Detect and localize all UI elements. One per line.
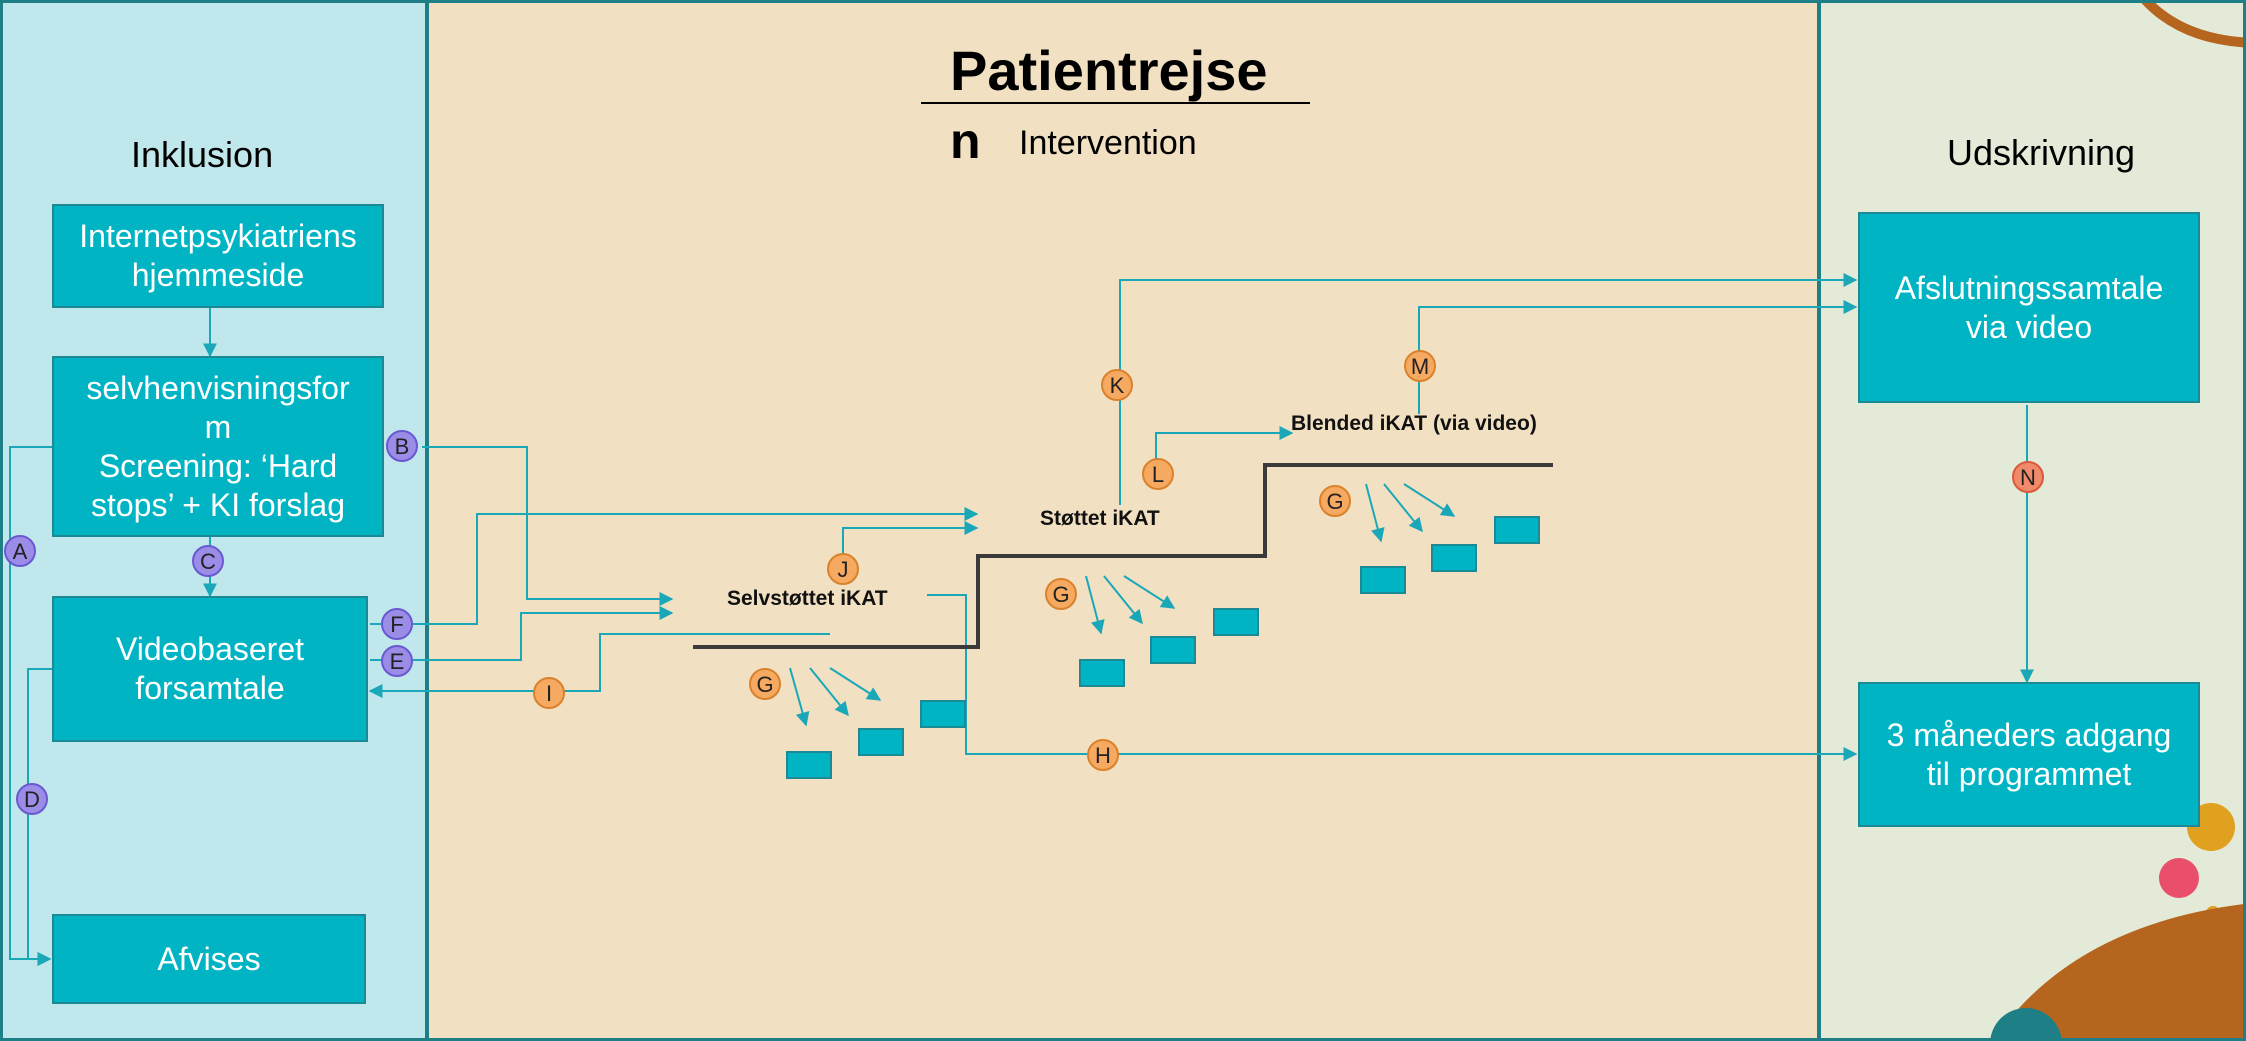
subtitle-intervention: Intervention [1019,124,1197,162]
video-presession-line1: Videobaseret [116,631,304,667]
badge-m: M [1404,350,1436,382]
access-line1: 3 måneders adgang [1886,716,2172,753]
homepage-box: Internetpsykiatriens hjemmeside [52,204,384,308]
badge-a: A [4,535,36,567]
page-title: Patientrejse [950,39,1268,102]
video-presession-line2: forsamtale [135,670,285,706]
badge-i: I [533,677,565,709]
badge-b: B [386,430,418,462]
selfreferral-line2: m [204,408,232,445]
program-access-box: 3 måneders adgang til programmet [1858,682,2200,827]
discharge-column [1818,0,2246,1041]
closing-line2: via video [1965,308,2093,345]
title-underline [921,102,1310,104]
video-presession-box: Videobaseret forsamtale [52,596,368,742]
stage-self-supported: Selvstøttet iKAT [727,587,888,610]
inclusion-heading: Inklusion [131,134,274,175]
reject-box: Afvises [52,914,366,1004]
badge-g-2: G [1045,578,1077,610]
closing-conversation-box: Afslutningssamtale via video [1858,212,2200,403]
subtitle-n: n [950,113,981,169]
selfreferral-line4: stops’ + KI forslag [90,486,346,523]
stage-blended: Blended iKAT (via video) [1291,412,1537,435]
badge-h: H [1087,739,1119,771]
badge-e: E [381,645,413,677]
badge-c: C [192,545,224,577]
badge-k: K [1101,369,1133,401]
decorative-shapes [1990,3,2243,1038]
discharge-heading: Udskrivning [1947,132,2136,173]
badge-g-1: G [749,668,781,700]
badge-d: D [16,783,48,815]
badge-g-3: G [1319,485,1351,517]
closing-line1: Afslutningssamtale [1894,269,2164,306]
badge-l: L [1142,458,1174,490]
reject-label: Afvises [157,940,261,977]
selfreferral-line3: Screening: ‘Hard [98,447,338,484]
access-line2: til programmet [1926,755,2132,792]
stage-supported: Støttet iKAT [1040,507,1160,530]
intervention-column [426,0,1820,1041]
selfreferral-box: selvhenvisningsfor m Screening: ‘Hard st… [52,356,384,537]
homepage-line1: Internetpsykiatriens [79,218,357,254]
badge-f: F [381,608,413,640]
selfreferral-line1: selvhenvisningsfor [86,369,350,406]
badge-j: J [827,553,859,585]
badge-n: N [2012,461,2044,493]
homepage-line2: hjemmeside [131,257,305,293]
